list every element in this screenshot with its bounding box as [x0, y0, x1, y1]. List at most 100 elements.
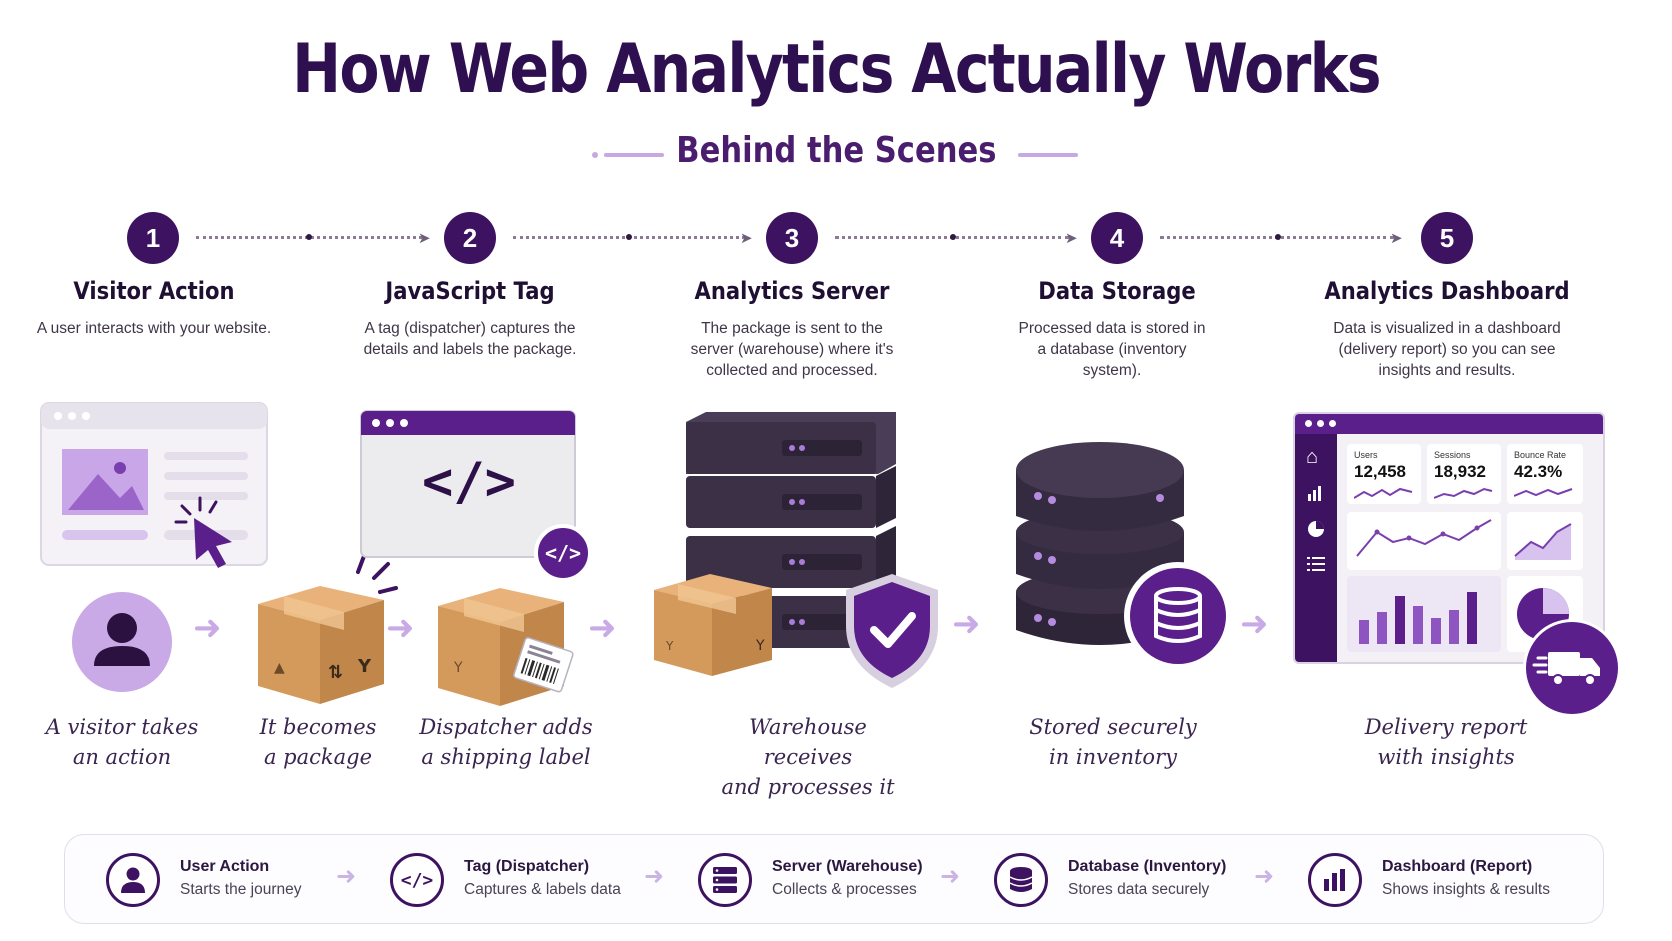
- step-1-badge: 1: [127, 212, 179, 264]
- caption-line: and processes it: [721, 775, 895, 799]
- home-icon[interactable]: ⌂: [1306, 446, 1319, 468]
- legend-description: Collects & processes: [772, 881, 917, 898]
- svg-text:Y: Y: [755, 638, 765, 654]
- subtitle-decoration-line-left: [604, 153, 664, 157]
- step-5-description: Data is visualized in a dashboard (deliv…: [1333, 320, 1561, 379]
- caption-line: Dispatcher adds: [419, 715, 593, 739]
- subtitle-decoration-dot-left: [592, 152, 598, 158]
- connector-arrow-icon: ➤: [1390, 230, 1403, 247]
- code-window-illustration: [360, 410, 576, 558]
- legend-item-dashboard: Dashboard (Report) Shows insights & resu…: [1308, 850, 1578, 910]
- connector-dot: [950, 234, 956, 240]
- visitor-avatar-icon: [72, 592, 172, 692]
- code-icon: </>: [390, 853, 444, 907]
- package-box-icon: ⇅ Y ▲: [258, 554, 398, 704]
- stat-label: Sessions: [1434, 450, 1471, 460]
- stat-card-sessions: Sessions 18,932: [1427, 444, 1501, 504]
- step-2-description: A tag (dispatcher) captures the details …: [363, 320, 577, 358]
- flow-arrow-icon: ➜: [386, 609, 415, 647]
- legend-item-tag: </> Tag (Dispatcher) Captures & labels d…: [390, 850, 650, 910]
- legend-item-server: Server (Warehouse) Collects & processes: [698, 850, 948, 910]
- bar-chart: [1359, 592, 1477, 644]
- delivery-truck-icon: [1523, 619, 1621, 717]
- legend-item-user-action: User Action Starts the journey: [106, 850, 336, 910]
- caption-line: a package: [263, 745, 373, 769]
- sparkline: [1514, 488, 1573, 497]
- legend-title: Database (Inventory): [1068, 858, 1227, 875]
- legend-title: Tag (Dispatcher): [464, 858, 590, 875]
- svg-text:Y: Y: [665, 639, 674, 653]
- legend-title: Dashboard (Report): [1382, 858, 1533, 875]
- step-3-title: Analytics Server: [694, 277, 890, 305]
- page-subtitle: Behind the Scenes: [675, 130, 997, 171]
- svg-text:⇅: ⇅: [328, 662, 343, 683]
- step-5-title: Analytics Dashboard: [1324, 277, 1570, 305]
- legend-title: Server (Warehouse): [772, 858, 923, 875]
- dashboard-sidebar: [1295, 434, 1337, 662]
- connector-arrow-icon: ➤: [1065, 230, 1078, 247]
- stat-label: Users: [1354, 450, 1378, 460]
- svg-text:▲: ▲: [274, 660, 285, 676]
- flow-arrow-icon: ➜: [193, 609, 222, 647]
- caption-2: It becomes a package: [218, 712, 418, 772]
- caption-line: in inventory: [1049, 745, 1177, 769]
- legend-arrow-icon: ➜: [940, 863, 961, 890]
- page-title: How Web Analytics Actually Works: [292, 30, 1382, 109]
- legend-item-database: Database (Inventory) Stores data securel…: [994, 850, 1254, 910]
- line-chart: [1356, 519, 1492, 557]
- bar-chart-icon[interactable]: [1307, 484, 1325, 507]
- window-dot: [1317, 420, 1324, 427]
- legend-arrow-icon: ➜: [336, 863, 357, 890]
- stat-card-bounce-rate: Bounce Rate 42.3%: [1507, 444, 1583, 504]
- bar-chart-icon: [1308, 853, 1362, 907]
- cursor-click-icon: [174, 496, 232, 568]
- database-icon: [994, 853, 1048, 907]
- code-icon-glyph: </>: [400, 869, 434, 891]
- step-2-title: JavaScript Tag: [385, 277, 555, 305]
- connector-arrow-icon: ➤: [740, 230, 753, 247]
- caption-line: Delivery report: [1364, 715, 1528, 739]
- caption-line: with insights: [1377, 745, 1515, 769]
- step-1-description: A user interacts with your website.: [36, 320, 272, 337]
- stat-value: 42.3%: [1514, 462, 1563, 481]
- step-5-badge: 5: [1421, 212, 1473, 264]
- legend-description: Stores data securely: [1068, 881, 1210, 898]
- caption-line: Warehouse receives: [749, 715, 867, 769]
- connector-arrow-icon: ➤: [418, 230, 431, 247]
- step-4-badge: 4: [1091, 212, 1143, 264]
- legend-description: Starts the journey: [180, 881, 302, 898]
- step-4-description: Processed data is stored in a database (…: [1018, 320, 1206, 379]
- window-dot: [1329, 420, 1336, 427]
- caption-4: Warehouse receives and processes it: [708, 712, 908, 802]
- caption-line: A visitor takes: [45, 715, 199, 739]
- user-icon: [106, 853, 160, 907]
- step-3-badge: 3: [766, 212, 818, 264]
- step-1-title: Visitor Action: [73, 277, 235, 305]
- security-shield-icon: [846, 574, 938, 688]
- line-chart-panel: [1347, 512, 1501, 570]
- window-dot: [1305, 420, 1312, 427]
- labeled-package-box-icon: Y: [438, 588, 574, 706]
- flow-arrow-icon: ➜: [1240, 605, 1269, 643]
- svg-text:Y: Y: [357, 656, 372, 677]
- stat-label: Bounce Rate: [1514, 450, 1567, 460]
- flow-arrow-icon: ➜: [588, 609, 617, 647]
- caption-line: It becomes: [259, 715, 377, 739]
- area-chart: [1514, 523, 1572, 560]
- stat-card-users: Users 12,458: [1347, 444, 1421, 504]
- dashboard-titlebar: [1295, 414, 1603, 434]
- server-icon: [698, 853, 752, 907]
- browser-window-illustration: [40, 402, 268, 566]
- legend-arrow-icon: ➜: [1254, 863, 1275, 890]
- list-icon[interactable]: [1307, 556, 1325, 577]
- code-badge-icon: </>: [534, 524, 592, 582]
- legend-arrow-icon: ➜: [644, 863, 665, 890]
- pie-chart-icon[interactable]: [1307, 520, 1325, 543]
- incoming-package-box-icon: Y Y: [654, 574, 772, 676]
- svg-text:Y: Y: [453, 660, 463, 676]
- legend-description: Captures & labels data: [464, 881, 621, 898]
- step-3-description: The package is sent to the server (wareh…: [690, 320, 894, 379]
